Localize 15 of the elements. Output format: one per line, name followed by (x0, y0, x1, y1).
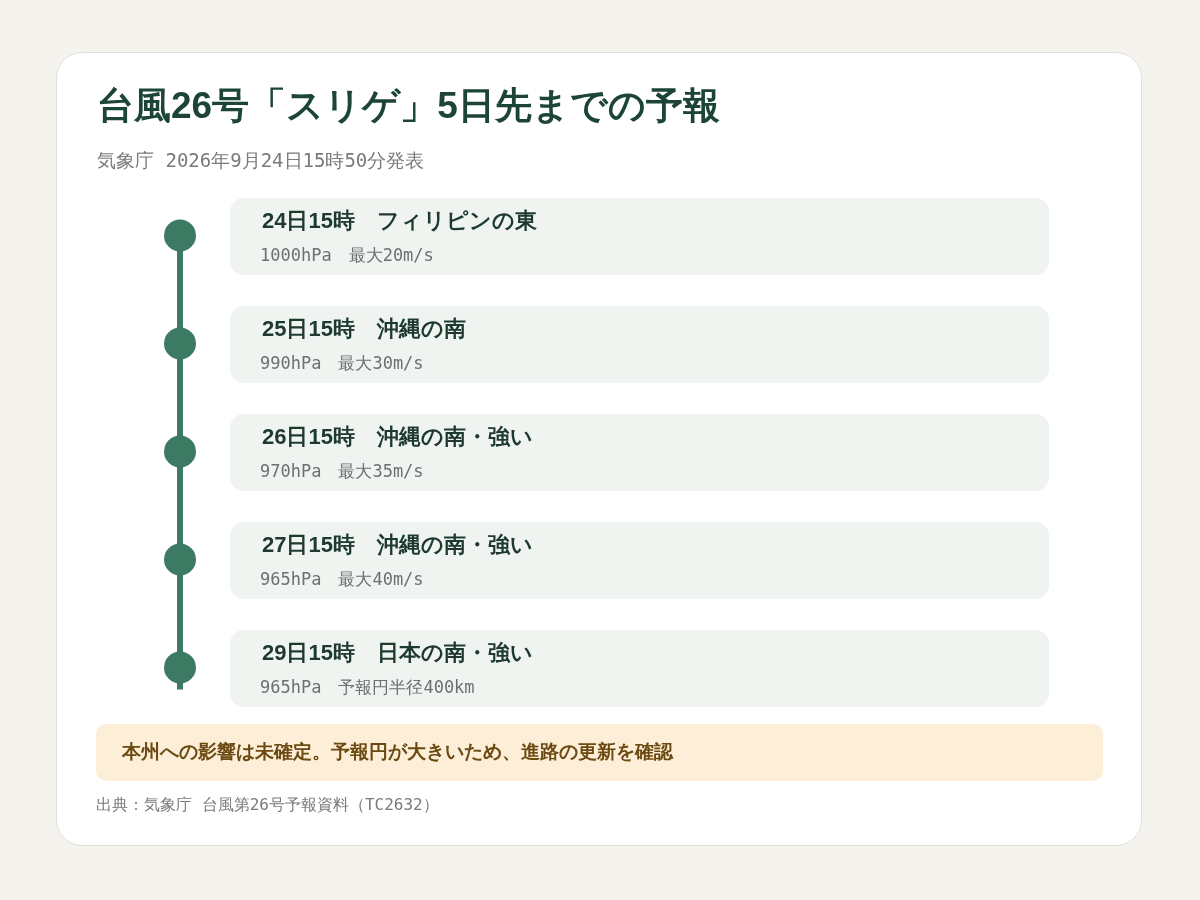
card-heading: 29日15時 日本の南・強い (262, 639, 533, 667)
card-detail: 990hPa 最大30m/s (260, 352, 424, 374)
card-heading: 27日15時 沖縄の南・強い (262, 531, 533, 559)
card-heading: 24日15時 フィリピンの東 (262, 207, 537, 235)
card-heading: 26日15時 沖縄の南・強い (262, 423, 533, 451)
subtitle: 気象庁 2026年9月24日15時50分発表 (97, 148, 425, 173)
card-heading: 25日15時 沖縄の南 (262, 315, 466, 343)
note-text: 本州への影響は未確定。予報円が大きいため、進路の更新を確認 (122, 740, 673, 764)
card-detail: 1000hPa 最大20m/s (260, 244, 434, 266)
card-detail: 970hPa 最大35m/s (260, 460, 424, 482)
card-detail: 965hPa 予報円半径400km (260, 676, 475, 698)
source-note: 出典：気象庁 台風第26号予報資料（TC2632） (96, 794, 439, 816)
card-detail: 965hPa 最大40m/s (260, 568, 424, 590)
title: 台風26号「スリゲ」5日先までの予報 (97, 84, 720, 128)
note-box (96, 724, 1103, 781)
